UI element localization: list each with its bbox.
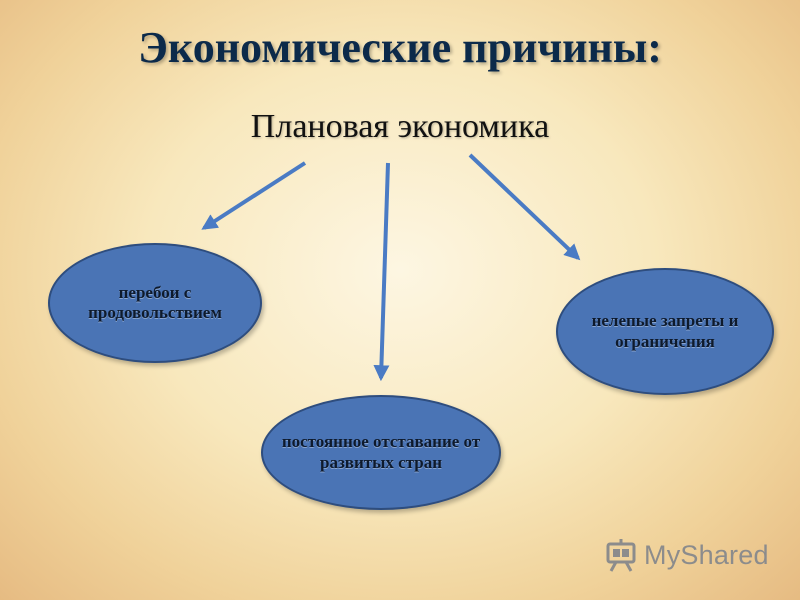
arrow-to-lag <box>373 162 390 382</box>
arrow-to-food <box>201 161 307 230</box>
presentation-board-icon <box>606 539 636 572</box>
node-absurd-bans: нелепые запреты и ограничения <box>556 268 774 395</box>
node-food-label: перебои с продовольствием <box>88 282 222 322</box>
arrow-to-bans <box>468 153 581 261</box>
watermark-text: MyShared <box>644 539 769 570</box>
node-lag-label: постоянное отставание от развитых стран <box>281 432 481 472</box>
myshared-watermark: MyShared <box>606 535 769 575</box>
node-lagging-behind: постоянное отставание от развитых стран <box>261 395 501 510</box>
node-food-shortages: перебои с продовольствием <box>48 243 262 363</box>
node-bans-label: нелепые запреты и ограничения <box>591 311 739 351</box>
slide-subtitle: Плановая экономика <box>250 108 550 145</box>
slide-title: Экономические причины: <box>138 23 662 72</box>
